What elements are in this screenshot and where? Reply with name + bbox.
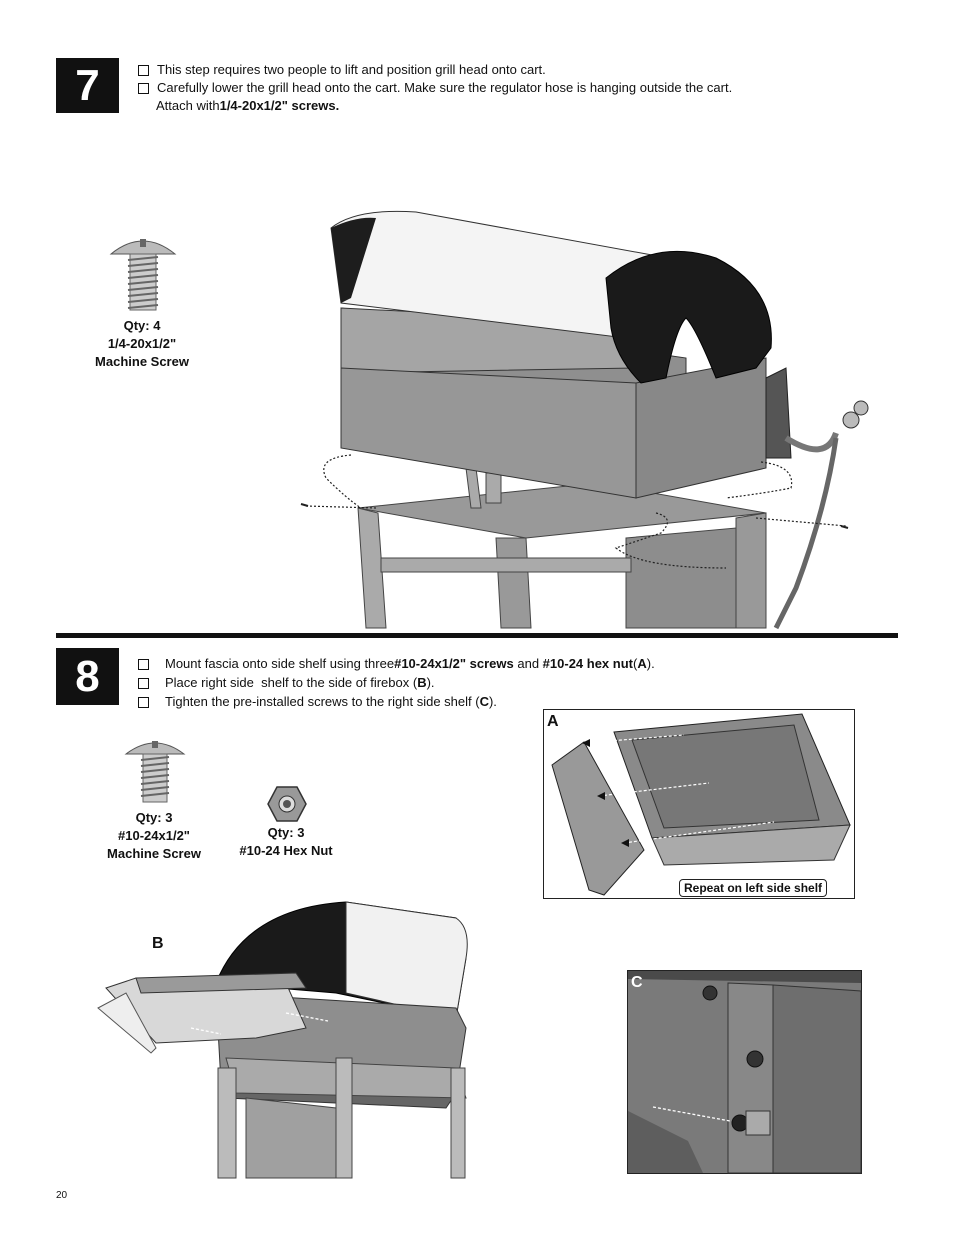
detail-panel-c: C xyxy=(627,970,862,1174)
machine-screw-icon xyxy=(124,741,186,803)
step-7-part-label: Qty: 4 1/4-20x1/2" Machine Screw xyxy=(95,318,189,369)
pre-installed-screws-illustration xyxy=(628,971,862,1174)
hex-nut-icon xyxy=(267,786,307,822)
fascia-shelf-illustration xyxy=(551,713,851,896)
detail-panel-a: A Repeat on left side shelf xyxy=(543,709,855,899)
section-divider xyxy=(56,633,898,638)
checkbox[interactable] xyxy=(138,678,149,689)
page-number: 20 xyxy=(56,1190,68,1201)
step-8-nut-label: Qty: 3 #10-24 Hex Nut xyxy=(239,825,333,858)
repeat-note: Repeat on left side shelf xyxy=(679,879,828,897)
step-7-instructions: This step requires two people to lift an… xyxy=(138,61,732,115)
checkbox[interactable] xyxy=(138,83,149,94)
step-8-number: 8 xyxy=(56,648,119,705)
machine-screw-icon xyxy=(109,239,177,311)
step-7-line-1: This step requires two people to lift an… xyxy=(138,61,732,79)
side-shelf-to-firebox-illustration xyxy=(97,901,468,1179)
step-8-line-3: Tighten the pre-installed screws to the … xyxy=(138,693,655,711)
step-7-line-2: Carefully lower the grill head onto the … xyxy=(138,79,732,97)
checkbox[interactable] xyxy=(138,659,149,670)
panel-a-letter: A xyxy=(547,713,559,730)
step-7-number: 7 xyxy=(56,58,119,113)
step-7-line-3: Attach with 1/4-20x1/2" screws. xyxy=(156,98,340,113)
step-8-instructions: Mount fascia onto side shelf using three… xyxy=(138,655,655,711)
checkbox[interactable] xyxy=(138,65,149,76)
checkbox[interactable] xyxy=(138,697,149,708)
panel-b-letter: B xyxy=(152,935,164,952)
panel-c-letter: C xyxy=(631,974,643,991)
step-8-screw-label: Qty: 3 #10-24x1/2" Machine Screw xyxy=(107,810,201,861)
grill-head-on-cart-illustration xyxy=(300,210,869,630)
step-8-line-1: Mount fascia onto side shelf using three… xyxy=(138,655,655,673)
step-8-line-2: Place right side shelf to the side of fi… xyxy=(138,674,655,692)
